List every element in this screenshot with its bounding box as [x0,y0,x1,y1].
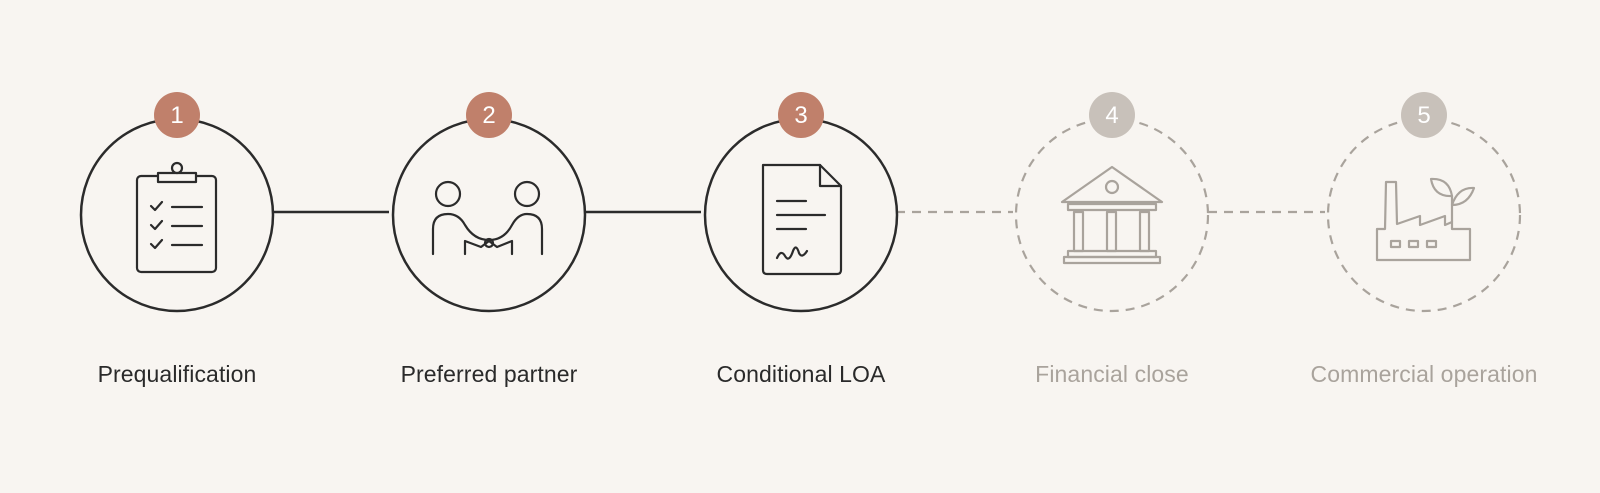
step-1-label: Prequalification [97,361,257,387]
step-1: 1 [79,92,275,313]
step-1-badge [154,92,200,138]
step-5-circle [1326,117,1522,313]
step-2: 2 [391,92,587,313]
step-5-label: Commercial operation [1310,361,1538,387]
step-4-badge [1089,92,1135,138]
step-4-circle [1014,117,1210,313]
factory-plant-icon [1375,177,1476,262]
step-2-number: 2 [482,102,495,129]
step-3-badge [778,92,824,138]
step-4: 4 [1014,92,1210,313]
step-5: 5 [1326,92,1522,313]
step-4-number: 4 [1105,102,1118,129]
step-4-label: Financial close [1035,361,1189,387]
step-2-circle [391,117,587,313]
handshake-icon [431,180,544,256]
step-5-badge [1401,92,1447,138]
step-2-badge [466,92,512,138]
step-3: 3 [703,92,899,313]
clipboard-checklist-icon [135,161,218,274]
bank-building-icon [1060,165,1164,265]
step-1-circle [79,117,275,313]
step-3-number: 3 [794,102,807,129]
step-5-number: 5 [1417,102,1430,129]
step-2-label: Preferred partner [400,361,578,387]
signed-document-icon [761,163,843,276]
step-3-label: Conditional LOA [716,361,886,387]
step-1-number: 1 [170,102,183,129]
